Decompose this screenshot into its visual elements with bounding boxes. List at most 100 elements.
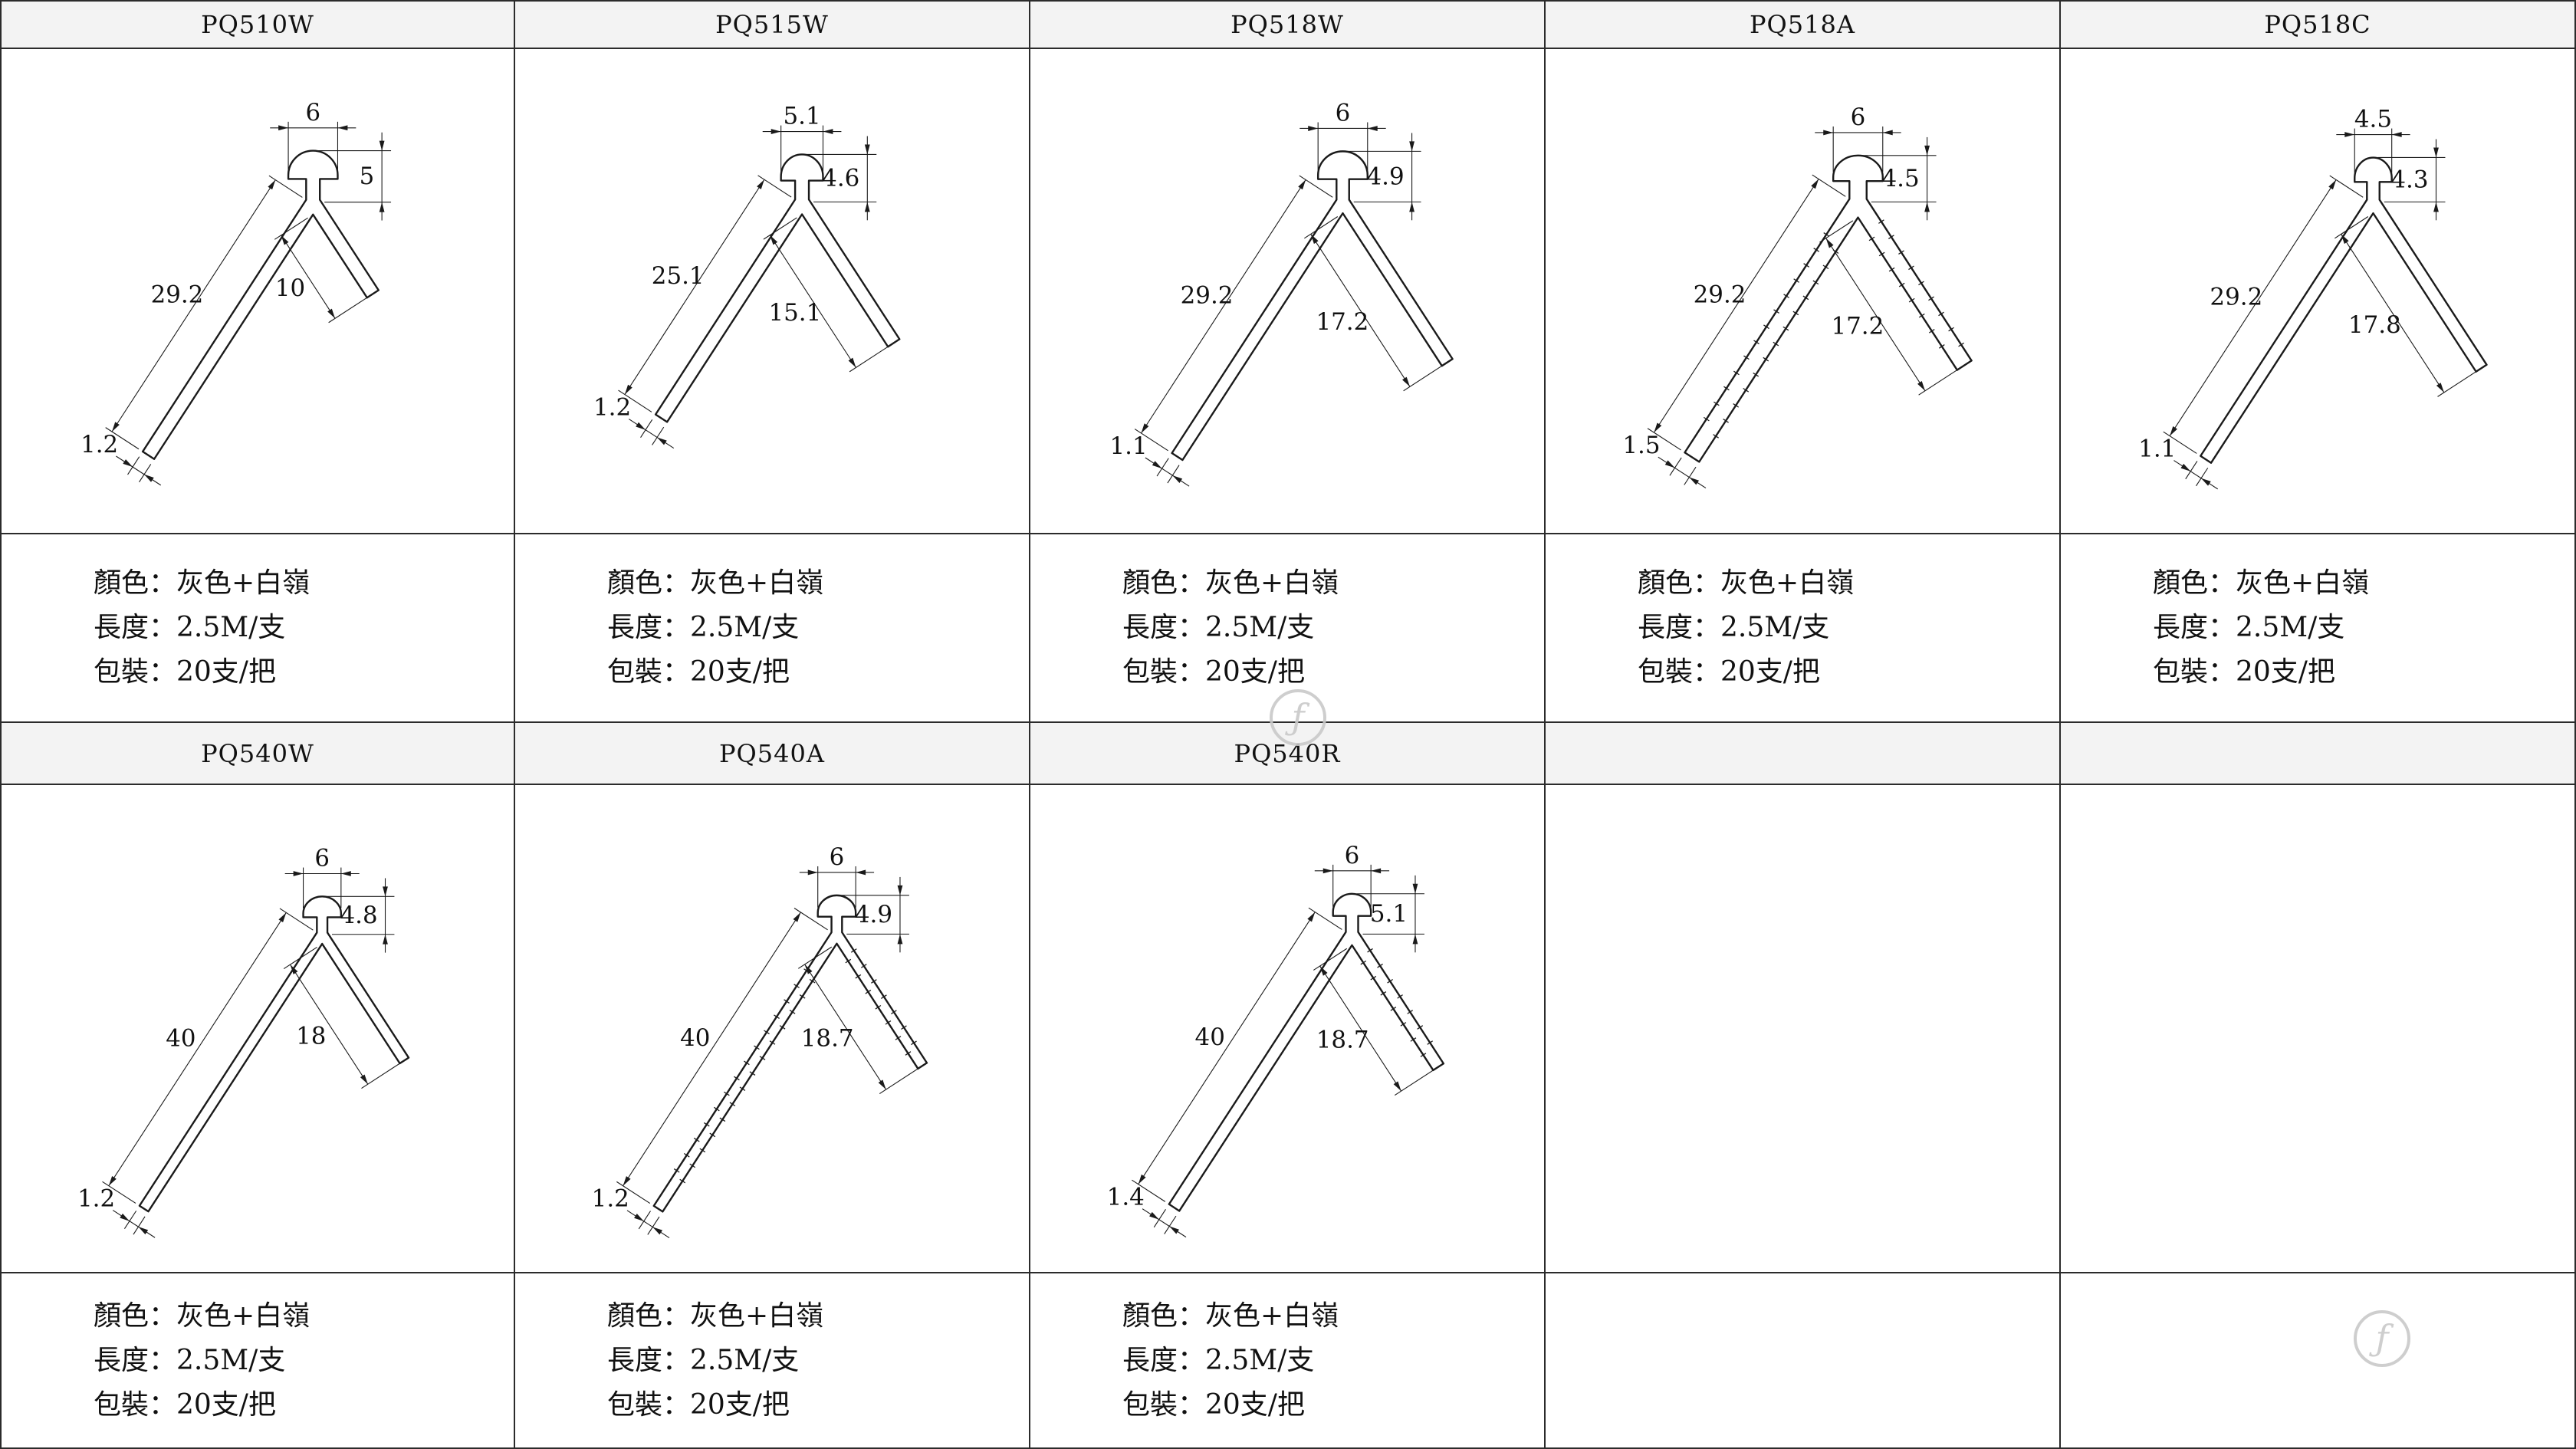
profile-drawing: 6 4.8 40 18 1.2 bbox=[77, 845, 410, 1238]
profile-outline bbox=[654, 153, 901, 423]
spec-line: 包裝：20支/把 bbox=[607, 656, 790, 688]
spec-line: 包裝：20支/把 bbox=[607, 1388, 790, 1421]
dim-label-left: 40 bbox=[166, 1024, 196, 1052]
dim-label-thick: 1.1 bbox=[2138, 435, 2176, 463]
dim-label-left: 29.2 bbox=[151, 281, 204, 309]
spec-cell: 顏色：灰色+白嶺長度：2.5M/支包裝：20支/把 bbox=[515, 1273, 1030, 1449]
profile-drawing: 64.929.217.21.1 bbox=[1109, 100, 1454, 487]
dim-label-left: 25.1 bbox=[652, 262, 705, 290]
spec-cell: 顏色：灰色+白嶺長度：2.5M/支包裝：20支/把 bbox=[1546, 534, 2061, 723]
dim-label-top: 6 bbox=[305, 99, 320, 127]
dim-label-right: 17.2 bbox=[1316, 308, 1368, 336]
spec-block: 顏色：灰色+白嶺長度：2.5M/支包裝：20支/把 bbox=[1638, 561, 2059, 695]
dim-label-cap: 4.3 bbox=[2390, 166, 2428, 193]
spec-line: 顏色：灰色+白嶺 bbox=[94, 567, 310, 599]
dim-label-left: 29.2 bbox=[2210, 283, 2262, 310]
dim-label-left: 40 bbox=[1195, 1024, 1225, 1051]
product-header-empty bbox=[1546, 723, 2061, 785]
drawing-cell: 6 4.5 29.2 17.2 1.5 bbox=[1546, 49, 2061, 534]
spec-line: 顏色：灰色+白嶺 bbox=[1122, 567, 1339, 599]
spec-line: 顏色：灰色+白嶺 bbox=[94, 1300, 310, 1332]
spec-cell: 顏色：灰色+白嶺長度：2.5M/支包裝：20支/把 bbox=[0, 1273, 515, 1449]
dim-label-cap: 4.6 bbox=[822, 164, 859, 192]
product-code: PQ540A bbox=[719, 738, 825, 768]
profile-outline bbox=[2200, 156, 2488, 464]
spec-line: 長度：2.5M/支 bbox=[2153, 612, 2345, 643]
dim-label-cap: 4.8 bbox=[340, 902, 378, 929]
drawing-cell bbox=[1546, 785, 2061, 1273]
product-header-PQ518A: PQ518A bbox=[1546, 0, 2061, 49]
spec-line: 包裝：20支/把 bbox=[1122, 656, 1305, 688]
dim-label-top: 6 bbox=[314, 845, 330, 872]
spec-cell: 顏色：灰色+白嶺長度：2.5M/支包裝：20支/把 bbox=[1030, 1273, 1546, 1449]
spec-line: 包裝：20支/把 bbox=[94, 1388, 276, 1421]
dim-label-top: 6 bbox=[1851, 104, 1866, 131]
spec-block: 顏色：灰色+白嶺長度：2.5M/支包裝：20支/把 bbox=[607, 561, 1029, 695]
spec-line: 長度：2.5M/支 bbox=[1122, 1344, 1315, 1376]
dim-label-right: 18.7 bbox=[1316, 1027, 1369, 1054]
spec-line: 包裝：20支/把 bbox=[1122, 1388, 1305, 1421]
spec-line: 長度：2.5M/支 bbox=[607, 612, 800, 643]
spec-cell: 顏色：灰色+白嶺長度：2.5M/支包裝：20支/把 bbox=[515, 534, 1030, 723]
dim-label-top: 5.1 bbox=[784, 103, 821, 130]
dim-label-top: 4.5 bbox=[2354, 106, 2392, 133]
profile-outline bbox=[141, 150, 380, 460]
spec-block: 顏色：灰色+白嶺長度：2.5M/支包裝：20支/把 bbox=[2153, 561, 2574, 695]
dim-label-thick: 1.2 bbox=[592, 1185, 629, 1213]
profile-drawing: 4.5 4.3 29.2 17.8 1.1 bbox=[2138, 106, 2488, 490]
product-header-PQ515W: PQ515W bbox=[515, 0, 1030, 49]
dim-label-thick: 1.2 bbox=[593, 393, 631, 421]
dim-label-right: 18.7 bbox=[801, 1025, 854, 1053]
spec-line: 長度：2.5M/支 bbox=[94, 612, 286, 643]
spec-line: 顏色：灰色+白嶺 bbox=[607, 1300, 824, 1332]
dim-label-left: 29.2 bbox=[1694, 281, 1746, 309]
dim-label-top: 6 bbox=[1345, 842, 1360, 869]
product-header-empty bbox=[2061, 723, 2576, 785]
dim-label-thick: 1.2 bbox=[80, 431, 118, 458]
dim-label-thick: 1.1 bbox=[1109, 432, 1147, 460]
dim-label-thick: 1.2 bbox=[77, 1185, 115, 1213]
dim-label-top: 6 bbox=[1336, 100, 1351, 127]
spec-line: 長度：2.5M/支 bbox=[1122, 612, 1315, 643]
product-header-PQ518C: PQ518C bbox=[2061, 0, 2576, 49]
dim-label-right: 18 bbox=[296, 1022, 326, 1050]
spec-cell bbox=[2061, 1273, 2576, 1449]
spec-line: 顏色：灰色+白嶺 bbox=[1122, 1300, 1339, 1332]
product-code: PQ515W bbox=[715, 10, 829, 39]
dim-label-left: 40 bbox=[680, 1024, 710, 1052]
spec-cell: 顏色：灰色+白嶺長度：2.5M/支包裝：20支/把 bbox=[2061, 534, 2576, 723]
spec-block: 顏色：灰色+白嶺長度：2.5M/支包裝：20支/把 bbox=[94, 561, 514, 695]
spec-block: 顏色：灰色+白嶺長度：2.5M/支包裝：20支/把 bbox=[1122, 1294, 1544, 1428]
drawing-cell: 4.5 4.3 29.2 17.8 1.1 bbox=[2061, 49, 2576, 534]
profile-drawing: 6 4.5 29.2 17.2 1.5 bbox=[1622, 104, 1973, 489]
spec-block: 顏色：灰色+白嶺長度：2.5M/支包裝：20支/把 bbox=[94, 1294, 514, 1428]
product-code: PQ540R bbox=[1234, 738, 1341, 768]
drawing-cell: 6 5 29.2 10 1.2 bbox=[0, 49, 515, 534]
dim-label-cap: 4.5 bbox=[1881, 165, 1919, 192]
dim-label-right: 10 bbox=[275, 274, 305, 302]
product-code: PQ510W bbox=[201, 10, 314, 39]
dim-label-cap: 5 bbox=[360, 163, 375, 190]
product-code: PQ540W bbox=[201, 738, 314, 768]
dim-label-thick: 1.5 bbox=[1622, 432, 1660, 459]
profile-outline bbox=[652, 894, 928, 1213]
product-header-PQ510W: PQ510W bbox=[0, 0, 515, 49]
profile-drawing: 5.14.625.115.11.2 bbox=[593, 103, 901, 449]
profile-outline bbox=[138, 895, 410, 1213]
profile-drawing: 6 5 29.2 10 1.2 bbox=[80, 99, 392, 486]
dim-label-right: 17.2 bbox=[1831, 312, 1884, 340]
dim-label-top: 6 bbox=[830, 843, 845, 871]
spec-cell: 顏色：灰色+白嶺長度：2.5M/支包裝：20支/把 bbox=[0, 534, 515, 723]
product-header-PQ540R: PQ540R bbox=[1030, 723, 1546, 785]
product-header-PQ540A: PQ540A bbox=[515, 723, 1030, 785]
product-code: PQ518W bbox=[1230, 10, 1344, 39]
profile-outline bbox=[1168, 892, 1445, 1212]
dim-label-right: 17.8 bbox=[2348, 311, 2401, 339]
